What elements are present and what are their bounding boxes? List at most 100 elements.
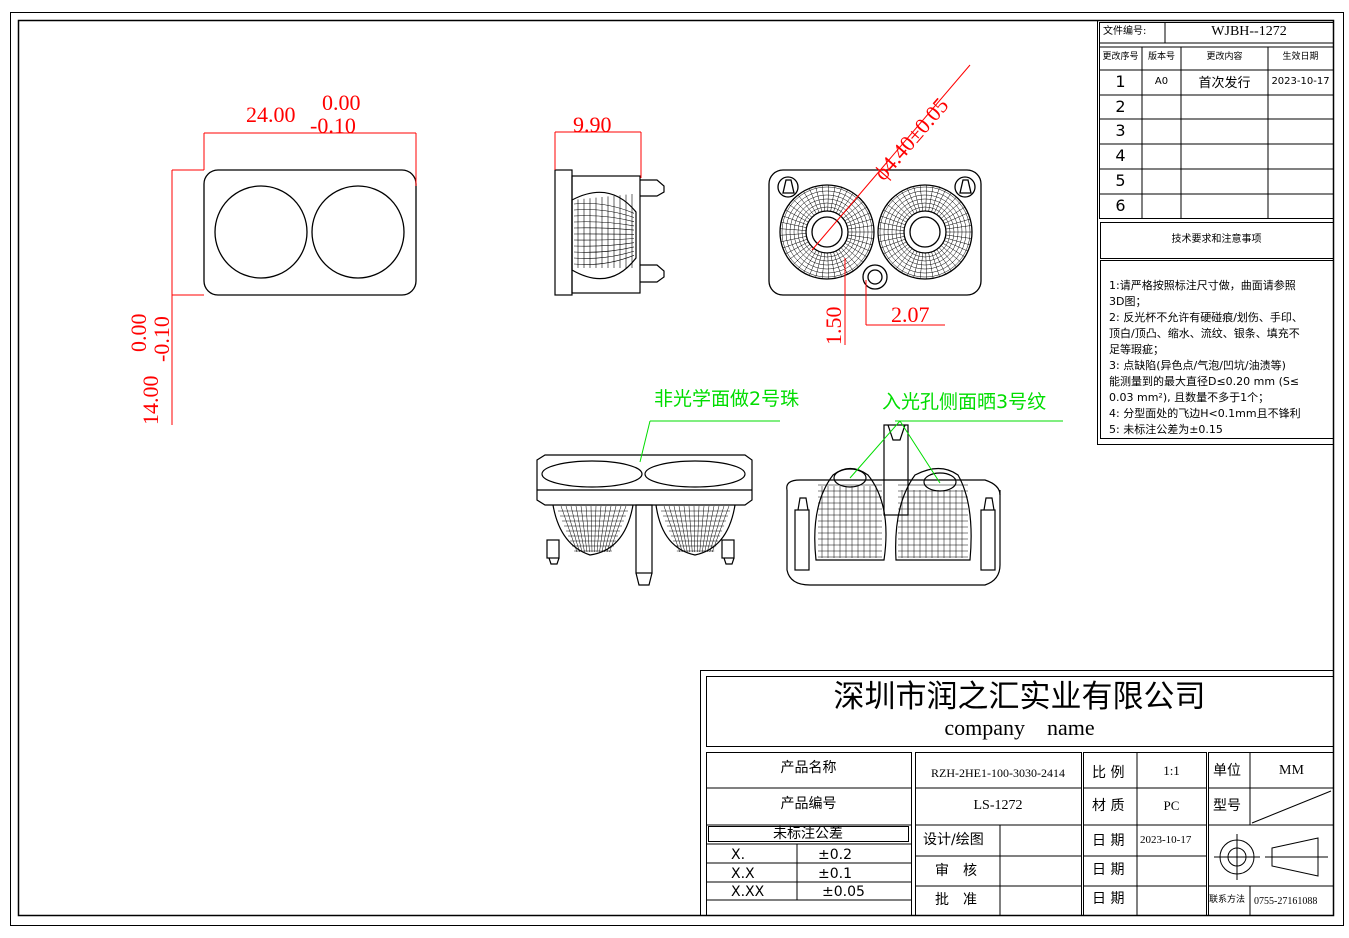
- dim-width: 24.00: [246, 102, 296, 127]
- dim-height-lower: -0.10: [149, 316, 174, 362]
- tech-line: 3: 点缺陷(异色点/气泡/凹坑/油渍等): [1109, 359, 1286, 372]
- approve-label: 批 准: [935, 892, 977, 908]
- grid-line: [878, 236, 905, 243]
- grid-line: [933, 189, 946, 214]
- grid-line: [573, 209, 635, 218]
- grid-line: [782, 215, 808, 226]
- grid-line: [575, 505, 585, 553]
- inner-border: [17, 19, 1335, 917]
- grid-line: [788, 244, 811, 260]
- side-view: [554, 169, 665, 296]
- date-label: 日 期: [1092, 833, 1125, 849]
- grid-line: [933, 250, 946, 275]
- grid-line: [604, 505, 617, 553]
- grid-line: [827, 252, 829, 279]
- tolerance-format: X.XX: [731, 884, 765, 900]
- tech-line: 足等瑕疵；: [1109, 343, 1164, 356]
- grid-line: [573, 227, 635, 231]
- grid-line: [838, 192, 854, 215]
- review-label: 审 核: [935, 863, 977, 879]
- grid-line: [880, 215, 906, 226]
- grid-line: [609, 505, 627, 553]
- tech-line: 顶白/顶凸、缩水、流纹、银条、填充不: [1109, 327, 1300, 340]
- unit: MM: [1279, 763, 1304, 778]
- rev-col-content: 更改内容: [1206, 52, 1243, 62]
- grid-line: [846, 240, 871, 252]
- grid-line: [940, 201, 962, 219]
- grid-line: [919, 185, 924, 212]
- grid-line: [944, 240, 969, 252]
- grid-line: [585, 505, 590, 553]
- grid-line: [883, 241, 907, 255]
- revision-no: 1: [1115, 72, 1126, 91]
- grid-line: [673, 505, 685, 553]
- tech-line: 2: 反光杯不允许有硬碰痕/划伤、手印、: [1109, 311, 1303, 324]
- grid-line: [573, 203, 635, 214]
- revision-no: 5: [1115, 171, 1126, 190]
- grid-line: [803, 250, 817, 273]
- dim-height: 14.00: [138, 375, 163, 426]
- grid-line: [809, 251, 820, 276]
- tech-line: 能测量到的最大直径D≤0.20 mm (S≤: [1109, 375, 1300, 388]
- grid-line: [809, 188, 820, 213]
- grid-line: [835, 250, 848, 275]
- tolerance-value: ±0.1: [818, 866, 852, 882]
- doc-no-label: 文件编号:: [1103, 26, 1147, 37]
- grid-line: [678, 505, 688, 553]
- grid-line: [780, 233, 807, 236]
- grid-line: [945, 225, 972, 230]
- grid-line: [938, 247, 957, 268]
- unit-label: 单位: [1213, 763, 1241, 779]
- product-name: RZH-2HE1-100-3030-2414: [931, 766, 1065, 780]
- grid-line: [878, 228, 905, 231]
- grid-line: [833, 187, 842, 213]
- grid-line: [938, 196, 957, 217]
- grid-line: [844, 242, 867, 258]
- grid-line: [570, 505, 583, 553]
- grid-line: [573, 246, 635, 253]
- revision-table-grid: [1097, 20, 1334, 445]
- dim-depth: 9.90: [573, 112, 612, 137]
- grid-line: [913, 252, 921, 278]
- grid-line: [780, 228, 807, 231]
- grid-line: [846, 212, 871, 224]
- grid-line: [925, 185, 927, 212]
- grid-line: [668, 505, 683, 553]
- grid-line: [886, 244, 909, 260]
- grid-line: [780, 221, 807, 228]
- grid-line: [797, 248, 815, 270]
- dimension-lines: [171, 64, 971, 425]
- grid-line: [928, 185, 934, 212]
- tech-line: 0.03 mm²), 且数量不多于1个；: [1109, 391, 1270, 404]
- grid-line: [944, 212, 969, 224]
- grid-line: [945, 237, 971, 246]
- model-label: 型号: [1213, 798, 1241, 814]
- grid-line: [663, 505, 680, 553]
- tolerance-format: X.: [731, 847, 746, 863]
- grid-line: [815, 252, 823, 278]
- grid-line: [919, 252, 924, 279]
- dim-width-upper: 0.00: [322, 90, 361, 115]
- grid-line: [702, 505, 710, 553]
- grid-line: [895, 248, 913, 270]
- grid-line: [913, 186, 921, 212]
- grid-line: [785, 209, 809, 223]
- grid-line: [707, 505, 720, 553]
- dim-width-lower: -0.10: [310, 113, 356, 138]
- tolerance-title: 未标注公差: [773, 826, 843, 842]
- grid-line: [907, 188, 918, 213]
- revision-date: 2023-10-17: [1271, 76, 1330, 87]
- tech-line: 1:请严格按照标注尺寸做，曲面请参照: [1109, 279, 1296, 292]
- grid-line: [833, 251, 842, 277]
- grid-line: [847, 237, 873, 246]
- grid-line: [945, 218, 971, 227]
- dim-offset-a: 1.50: [821, 306, 846, 346]
- grid-line: [830, 252, 836, 279]
- grid-line: [891, 199, 911, 218]
- grid-line: [693, 505, 695, 553]
- grid-line: [793, 246, 813, 265]
- rev-col-date: 生效日期: [1282, 52, 1319, 62]
- grid-line: [883, 209, 907, 223]
